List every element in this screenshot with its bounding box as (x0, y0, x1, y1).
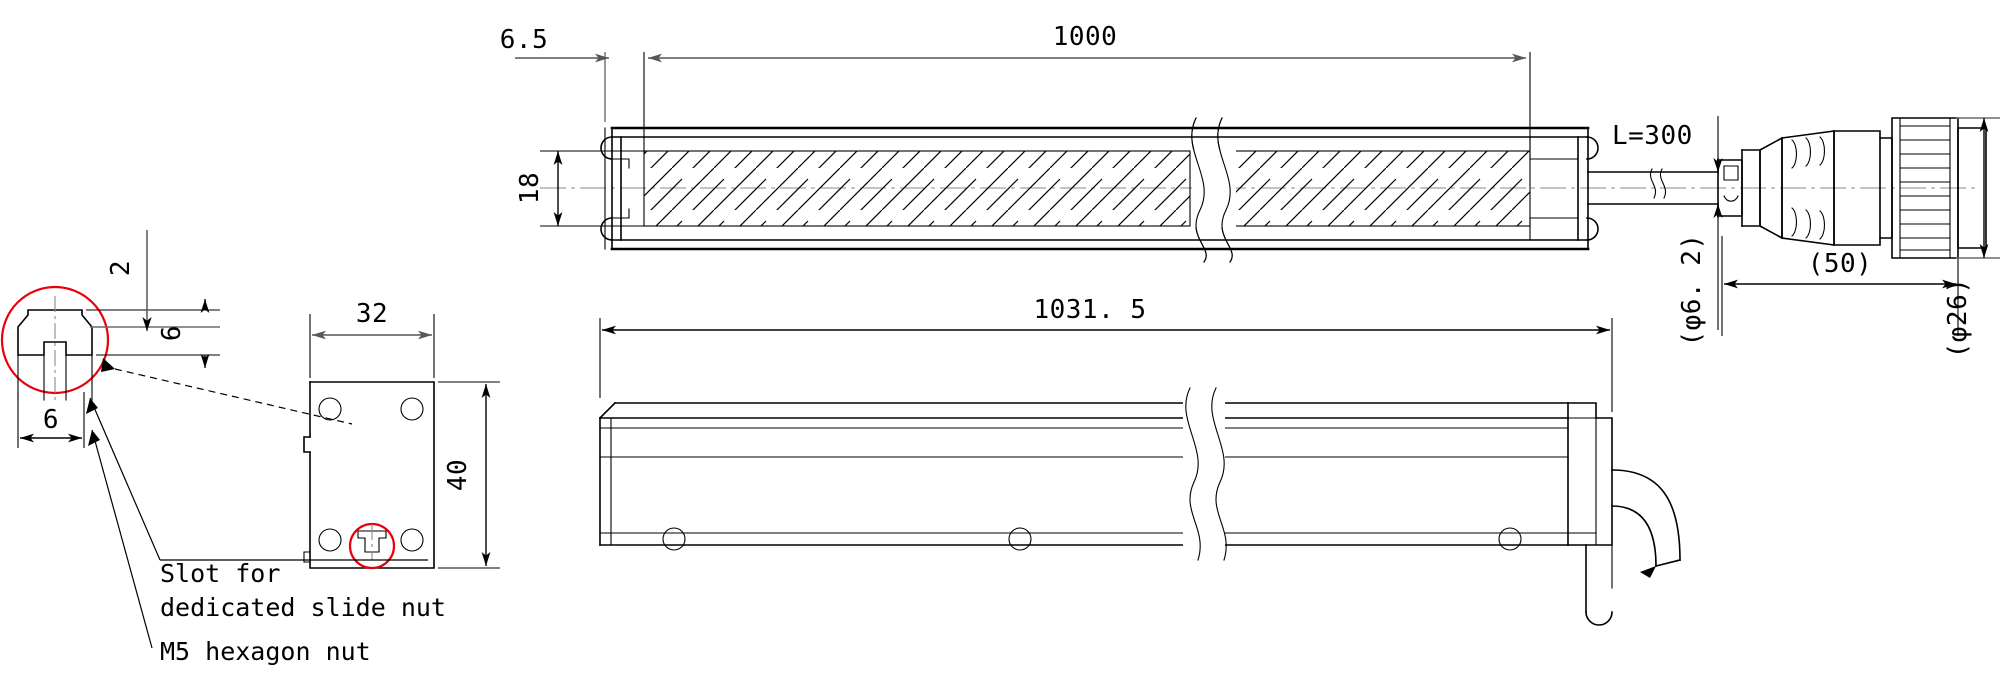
leader-slot-note-arrow (86, 398, 98, 414)
endview-tslot-profile (357, 530, 387, 553)
screw-arc-left-bottom (600, 217, 613, 241)
cable-break-a (1650, 168, 1656, 199)
dim-label-1000: 1000 (1053, 22, 1118, 52)
dim-label-18: 18 (515, 172, 545, 204)
outline-chamfer-left (598, 401, 617, 420)
endview-left-notch-lower (303, 551, 311, 563)
break-wave-b (1217, 117, 1233, 263)
boot-rib-1 (1791, 139, 1798, 169)
leader-detail-to-endview (114, 368, 353, 425)
break-wave-bottom-b (1211, 387, 1227, 561)
boot-rib-6 (1819, 210, 1826, 240)
dim-label-cable-length: L=300 (1612, 121, 1693, 151)
annotation-block: Slot for dedicated slide nut M5 hexagon … (88, 429, 446, 666)
cable-sweep-end (1655, 559, 1681, 567)
leader-slot-note (89, 397, 161, 561)
dim-label-6-depth: 6 (157, 325, 187, 341)
endview-hole-tl (318, 397, 342, 421)
leader-m5-note (91, 429, 153, 649)
leader-detail-arrow (101, 358, 115, 372)
boot-rib-5 (1805, 209, 1812, 239)
top-view-dimensions: 6.5 1000 18 L=300 (φ6. 2) (50) (φ26) (500, 22, 2000, 358)
dim-label-40: 40 (443, 459, 473, 491)
collar-notch (1723, 165, 1739, 181)
screw-circle-1 (662, 527, 686, 551)
longitudinal-section-view (540, 117, 1987, 263)
annotation-dedicated-slide-nut: dedicated slide nut (160, 593, 446, 622)
endview-hole-bl (318, 528, 342, 552)
screw-arc-left-top (600, 136, 613, 160)
screw-circle-2 (1008, 527, 1032, 551)
endview-hole-tr (400, 397, 424, 421)
boot-rib-2 (1805, 137, 1812, 167)
cable-break-b (1660, 168, 1666, 199)
cable-sweep-inner (1611, 505, 1657, 567)
dim-label-6-width: 6 (43, 405, 59, 435)
outline-endcap-right (1567, 402, 1613, 546)
dim-label-total-length: 1031. 5 (1033, 295, 1146, 325)
boot-rib-3 (1819, 136, 1826, 166)
break-wave-a (1191, 117, 1207, 263)
boot-rib-4 (1791, 207, 1798, 237)
dim-label-connector-length: (50) (1808, 249, 1873, 279)
cable-bend-tip (1585, 611, 1613, 626)
screw-step-left-bottom (611, 208, 630, 219)
dim-label-connector-diameter: (φ26) (1943, 278, 1973, 359)
endview-hole-br (400, 528, 424, 552)
break-mask-bottom (1183, 400, 1225, 550)
dim-label-cable-diameter: (φ6. 2) (1677, 233, 1707, 346)
dim-label-2: 2 (106, 260, 136, 276)
screw-circle-3 (1498, 527, 1522, 551)
dim-label-32: 32 (356, 299, 388, 329)
endview-outline (309, 381, 435, 569)
knurl-lines (1899, 117, 1951, 259)
end-cross-section-view: 32 40 (303, 299, 500, 570)
break-wave-bottom-a (1185, 387, 1201, 561)
screw-step-left-top (611, 158, 630, 169)
break-mask (1192, 150, 1236, 227)
cable-sweep-outer (1611, 469, 1681, 561)
annotation-slot-for: Slot for (160, 559, 280, 588)
collar-arc (1723, 195, 1739, 202)
section-hatch-body (643, 150, 1531, 227)
bend-arrow (1640, 566, 1656, 578)
dim-label-6p5: 6.5 (500, 25, 548, 55)
plug-barrel (1833, 130, 1881, 246)
leader-m5-arrow (88, 430, 100, 446)
screw-arc-right-top (1586, 136, 1599, 160)
external-outline-view: 1031. 5 (598, 295, 1681, 626)
endview-left-notch (303, 436, 311, 453)
t-slot-detail-view: 2 6 6 (0, 230, 428, 561)
annotation-m5-hexagon-nut: M5 hexagon nut (160, 637, 371, 666)
screw-arc-right-bottom (1586, 217, 1599, 241)
